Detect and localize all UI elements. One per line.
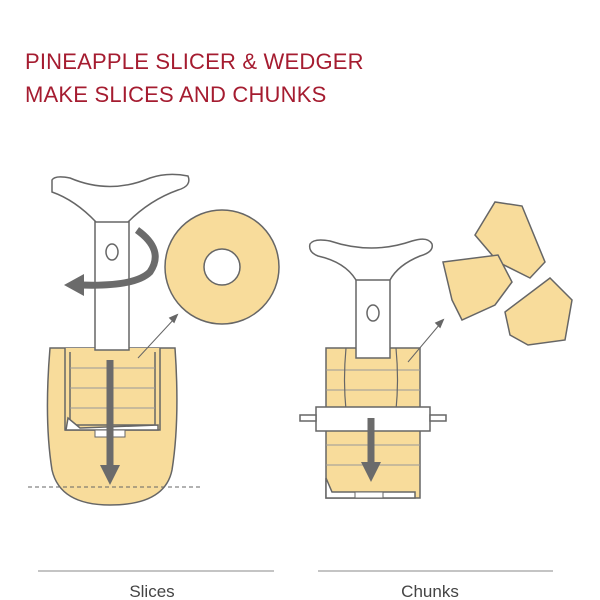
caption-slices: Slices [129, 582, 175, 600]
rotate-arrow-icon [79, 227, 159, 289]
pineapple-chunk-3 [504, 277, 573, 346]
pineapple-chunk-2 [442, 254, 513, 321]
title-line-2: MAKE SLICES AND CHUNKS [25, 82, 327, 107]
wedger-right-illustration [299, 201, 573, 499]
caption-chunks: Chunks [401, 582, 459, 600]
handle-right [308, 238, 433, 281]
slicer-left-illustration [28, 173, 280, 506]
handle-left [51, 173, 190, 223]
shaft-right [355, 269, 391, 359]
title-line-1: PINEAPPLE SLICER & WEDGER [25, 49, 364, 74]
